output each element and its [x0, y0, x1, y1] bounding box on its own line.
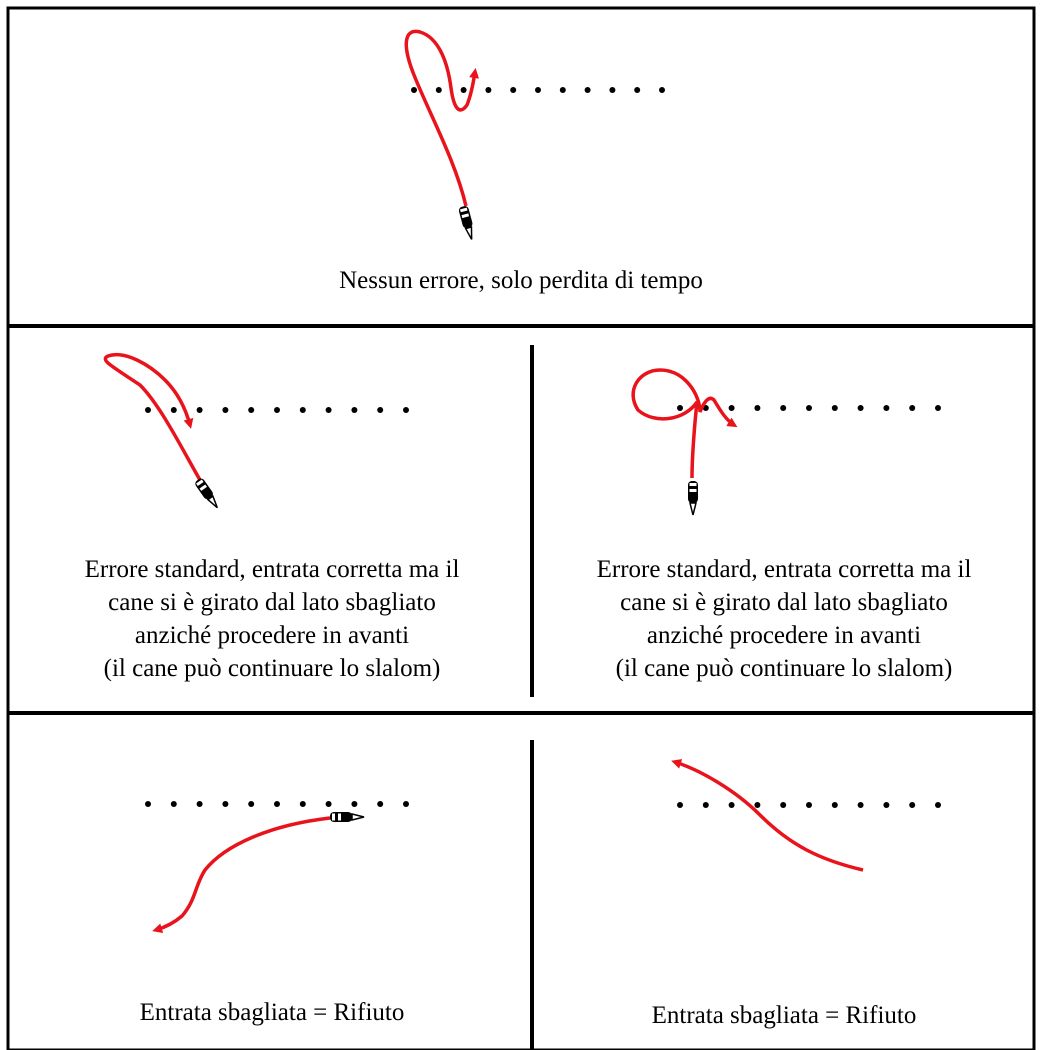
slalom-pole: [634, 87, 641, 93]
slalom-pole: [377, 801, 384, 807]
caption-line: (il cane può continuare lo slalom): [615, 655, 953, 682]
slalom-pole: [377, 407, 384, 413]
caption-line: cane si è girato dal lato sbagliato: [108, 589, 436, 616]
caption-line: Entrata sbagliata = Rifiuto: [139, 999, 405, 1026]
slalom-pole: [728, 802, 735, 808]
slalom-pole: [222, 407, 229, 413]
caption-bottom-left: Entrata sbagliata = Rifiuto: [14, 996, 530, 1029]
slalom-pole: [909, 802, 916, 808]
slalom-pole: [351, 407, 358, 413]
slalom-pole: [248, 801, 255, 807]
dog-path: [631, 368, 738, 479]
slalom-pole: [883, 802, 890, 808]
slalom-pole: [325, 801, 332, 807]
dog-path: [404, 29, 480, 207]
dog-path: [103, 352, 202, 481]
outer-border: [6, 6, 1036, 1050]
slalom-pole: [222, 801, 229, 807]
slalom-pole: [274, 801, 280, 807]
slalom-pole: [196, 801, 203, 807]
caption-line: anziché procedere in avanti: [646, 622, 922, 649]
slalom-pole: [909, 405, 916, 411]
slalom-pole: [754, 802, 761, 808]
caption-line: Errore standard, entrata corretta ma il: [84, 556, 460, 583]
slalom-pole: [677, 802, 683, 808]
slalom-pole: [460, 87, 467, 93]
dog-path: [152, 816, 331, 934]
slalom-poles: [411, 87, 665, 93]
caption-line: (il cane può continuare lo slalom): [103, 655, 441, 682]
caption-mid-left: Errore standard, entrata corretta ma il …: [14, 553, 530, 685]
caption-mid-right: Errore standard, entrata corretta ma il …: [534, 553, 1034, 685]
slalom-pole: [780, 405, 787, 411]
slalom-pole: [831, 802, 838, 808]
panel-bottom-right-diagram: [671, 759, 941, 872]
slalom-pole: [728, 405, 735, 411]
caption-top: Nessun errore, solo perdita di tempo: [8, 264, 1034, 297]
slalom-pole: [145, 407, 151, 413]
slalom-poles: [145, 801, 409, 807]
slalom-pole: [411, 87, 417, 93]
dog-icon: [457, 204, 478, 242]
slalom-pole: [702, 802, 709, 808]
slalom-pole: [485, 87, 492, 93]
caption-line: Nessun errore, solo perdita di tempo: [339, 267, 703, 294]
slalom-pole: [535, 87, 541, 93]
slalom-pole: [435, 87, 442, 93]
panel-bottom-left-diagram: [145, 801, 409, 934]
slalom-pole: [754, 405, 761, 411]
slalom-pole: [831, 405, 838, 411]
slalom-pole: [299, 801, 306, 807]
slalom-pole: [248, 407, 255, 413]
slalom-pole: [677, 405, 683, 411]
dog-path: [671, 759, 864, 872]
slalom-pole: [510, 87, 517, 93]
slalom-pole: [274, 407, 280, 413]
slalom-pole: [170, 407, 177, 413]
slalom-pole: [170, 801, 177, 807]
slalom-pole: [857, 405, 864, 411]
slalom-poles: [145, 407, 409, 413]
dog-icon: [329, 811, 365, 823]
panel-mid-right-diagram: [631, 368, 941, 516]
slalom-pole: [935, 802, 941, 808]
slalom-pole: [780, 802, 787, 808]
caption-line: anziché procedere in avanti: [134, 622, 410, 649]
dog-icon: [192, 476, 223, 512]
slalom-pole: [299, 407, 306, 413]
slalom-pole: [609, 87, 616, 93]
slalom-pole: [806, 405, 812, 411]
slalom-poles: [677, 802, 941, 808]
slalom-pole: [806, 802, 812, 808]
slalom-pole: [403, 407, 409, 413]
slalom-pole: [403, 801, 409, 807]
slalom-pole: [935, 405, 941, 411]
caption-line: Errore standard, entrata corretta ma il: [596, 556, 972, 583]
slalom-pole: [584, 87, 591, 93]
caption-bottom-right: Entrata sbagliata = Rifiuto: [534, 999, 1034, 1032]
slalom-pole: [196, 407, 203, 413]
slalom-pole: [659, 87, 665, 93]
dog-icon: [687, 480, 699, 516]
slalom-pole: [857, 802, 864, 808]
caption-line: cane si è girato dal lato sbagliato: [620, 589, 948, 616]
slalom-pole: [351, 801, 358, 807]
caption-line: Entrata sbagliata = Rifiuto: [651, 1002, 917, 1029]
slalom-pole: [325, 407, 332, 413]
slalom-pole: [559, 87, 566, 93]
panel-mid-left-diagram: [103, 352, 409, 512]
slalom-pole: [145, 801, 151, 807]
slalom-pole: [883, 405, 890, 411]
panel-top-diagram: [404, 29, 665, 242]
